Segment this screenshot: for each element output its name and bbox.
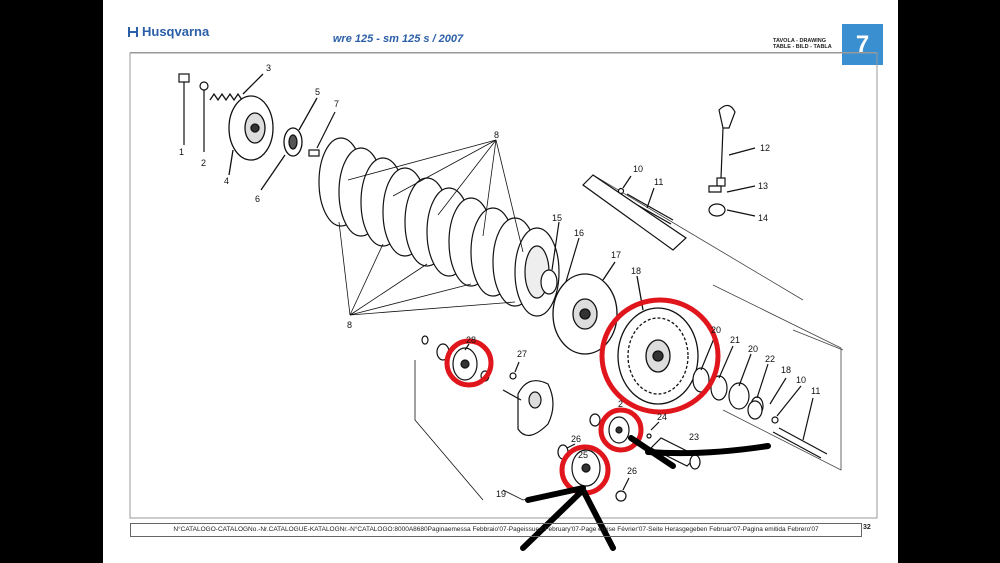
part-pin <box>308 111 336 157</box>
part-label: 20 <box>748 344 758 354</box>
part-gear-26 <box>557 443 630 502</box>
highlight-gear-28 <box>444 338 494 388</box>
part-label: 20 <box>711 325 721 335</box>
part-label: 8 <box>347 320 352 330</box>
part-kickstart-lever <box>502 361 554 436</box>
catalog-page: Husqvarna wre 125 - sm 125 s / 2007 TAVO… <box>103 0 898 563</box>
table-label-line2: TABLE - BILD - TABLA <box>773 44 832 50</box>
part-label: 26 <box>571 434 581 444</box>
part-label: 17 <box>611 250 621 260</box>
part-spring <box>209 73 264 102</box>
part-gear-24 <box>589 413 660 444</box>
part-actuator <box>708 104 756 217</box>
part-label: 10 <box>633 164 643 174</box>
part-label: 27 <box>517 349 527 359</box>
part-label: 26 <box>627 466 637 476</box>
part-label: 16 <box>574 228 584 238</box>
part-label: 2 <box>618 399 623 409</box>
part-washer <box>199 81 209 152</box>
part-label: 28 <box>466 335 476 345</box>
part-label: 8 <box>494 130 499 140</box>
part-label: 13 <box>758 181 768 191</box>
catalog-footer: N°CATALOGO-CATALOGNo.-Nr.CATALOGUE-KATAL… <box>130 523 862 537</box>
part-label: 10 <box>796 375 806 385</box>
part-primary-gear <box>617 275 699 405</box>
part-label: 7 <box>334 99 339 109</box>
arrow-to-gear-26-mid <box>525 485 586 503</box>
part-clutch-plates <box>318 137 560 317</box>
highlight-gear-24 <box>598 407 644 453</box>
part-label: 12 <box>760 143 770 153</box>
part-label: 19 <box>496 489 506 499</box>
part-label: 18 <box>631 266 641 276</box>
part-label: 24 <box>657 412 667 422</box>
part-8-leaders <box>338 139 524 316</box>
arrow-to-gear-26-left <box>520 487 586 551</box>
arrow-to-gear-24-tail <box>645 443 771 457</box>
part-label: 18 <box>781 365 791 375</box>
part-panel-outline <box>592 174 844 471</box>
part-bolt <box>178 73 190 145</box>
table-label: TAVOLA - DRAWING TABLE - BILD - TABLA <box>773 38 832 50</box>
part-label: 5 <box>315 87 320 97</box>
part-clutch-hub <box>540 221 580 295</box>
table-label-line1: TAVOLA - DRAWING <box>773 38 827 44</box>
part-label: 21 <box>730 335 740 345</box>
part-labels: 1 2 3 4 5 6 7 8 8 10 11 12 13 14 15 16 1… <box>179 63 820 499</box>
highlight-primary-gear <box>599 297 721 415</box>
document-title: wre 125 - sm 125 s / 2007 <box>332 33 464 45</box>
page-number: 32 <box>863 524 871 531</box>
part-pushrod <box>582 174 687 251</box>
part-label: 25 <box>578 450 588 460</box>
part-bearing <box>260 97 318 191</box>
black-annotation-arrows <box>520 435 771 551</box>
brand-logo: Husqvarna <box>127 24 209 39</box>
part-shaft-right <box>747 377 828 459</box>
part-pressure-plate <box>228 95 274 176</box>
part-label: 23 <box>689 432 699 442</box>
part-label: 2 <box>201 158 206 168</box>
part-label: 1 <box>179 147 184 157</box>
arrow-to-gear-26-right <box>580 487 616 551</box>
part-label: 3 <box>266 63 271 73</box>
part-label: 11 <box>811 386 820 396</box>
part-label: 15 <box>552 213 562 223</box>
exploded-clutch-drawing: 1 2 3 4 5 6 7 8 8 10 11 12 13 14 15 16 1… <box>129 52 878 551</box>
husqvarna-crown-icon <box>128 26 138 37</box>
part-label: 4 <box>224 176 229 186</box>
part-label: 11 <box>654 177 663 187</box>
part-label: 22 <box>765 354 775 364</box>
part-label: 14 <box>758 213 768 223</box>
part-clutch-drum <box>552 261 618 355</box>
table-number-badge: 7 <box>842 24 883 65</box>
brand-name: Husqvarna <box>142 24 210 39</box>
part-label: 6 <box>255 194 260 204</box>
